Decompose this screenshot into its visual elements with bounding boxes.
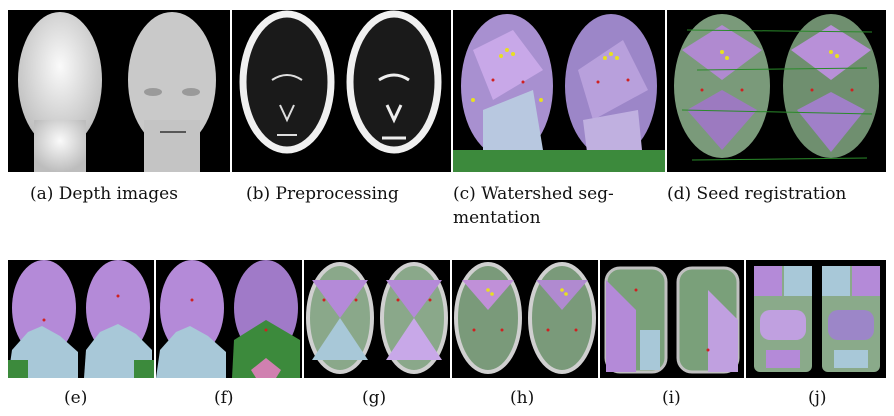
panel-g [304, 260, 450, 378]
caption-h: (h) [510, 388, 535, 408]
panel-c-watershed-segmentation [453, 10, 665, 172]
caption-e: (e) [64, 388, 88, 408]
caption-b: (b) Preprocessing [246, 184, 399, 204]
panel-b-preprocessing [232, 10, 451, 172]
panel-f [156, 260, 302, 378]
caption-j: (j) [808, 388, 827, 408]
panel-e [8, 260, 154, 378]
panel-h [452, 260, 598, 378]
panel-i [600, 260, 744, 378]
caption-d: (d) Seed registration [667, 184, 847, 204]
caption-g: (g) [362, 388, 387, 408]
panel-d-seed-registration [667, 10, 886, 172]
caption-i: (i) [662, 388, 681, 408]
caption-c: (c) Watershed seg-mentation [453, 184, 614, 228]
panel-j [746, 260, 886, 378]
panel-a-depth-images [8, 10, 230, 172]
caption-f: (f) [214, 388, 234, 408]
caption-a: (a) Depth images [30, 184, 178, 204]
